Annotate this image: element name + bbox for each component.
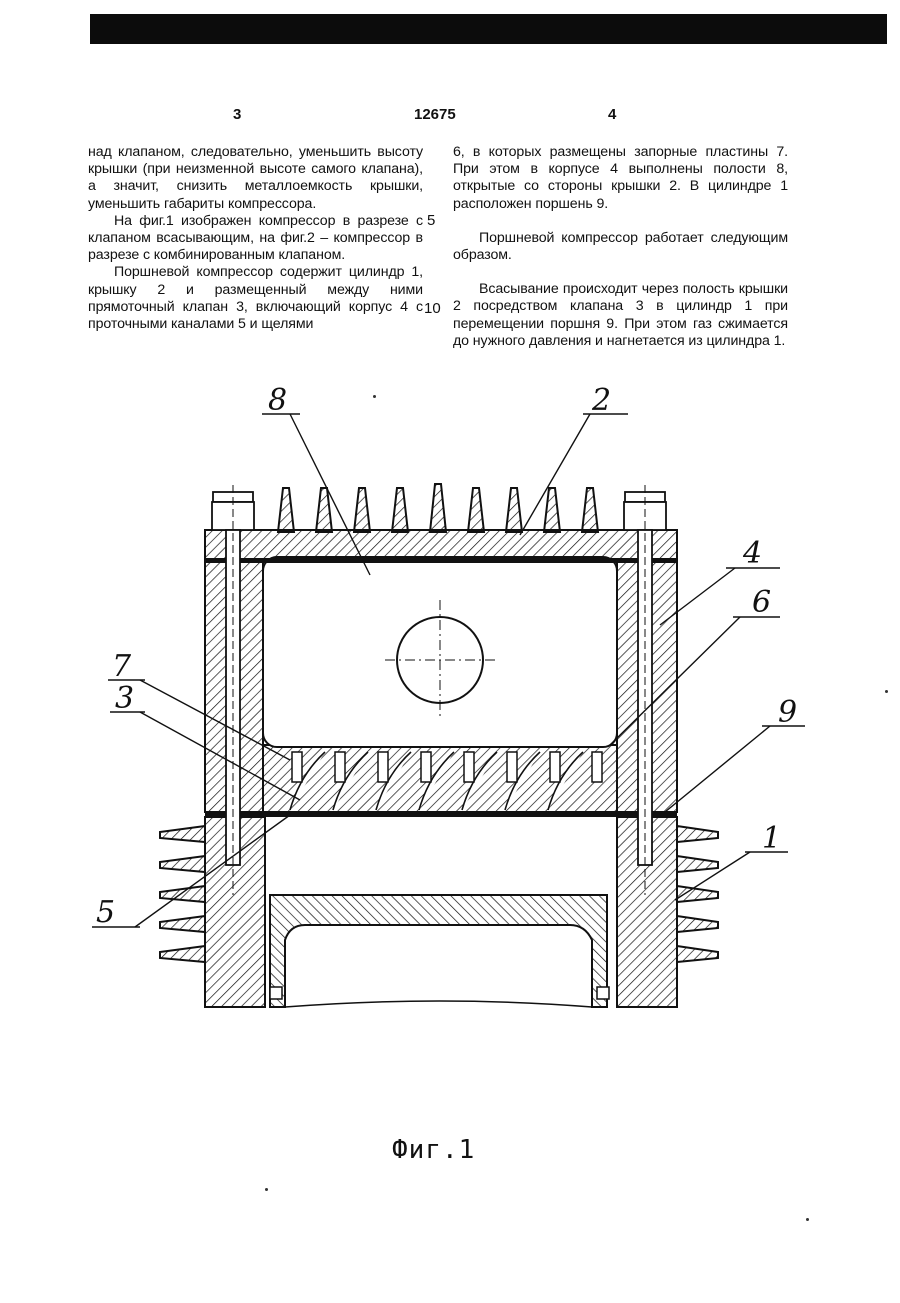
left-page-number: 3	[233, 106, 241, 123]
scan-speck	[806, 1218, 809, 1221]
paragraph: 6, в которых размещены запорные пластины…	[453, 144, 788, 213]
label-8: 8	[268, 383, 287, 418]
left-text-column: над клапаном, следовательно, уменьшить в…	[88, 144, 423, 333]
scan-speck	[373, 395, 376, 398]
line-number-5: 5	[427, 212, 435, 229]
top-black-bar	[90, 14, 887, 44]
label-3: 3	[115, 681, 134, 716]
paragraph: Всасывание происходит через полость крыш…	[453, 281, 788, 350]
label-5: 5	[96, 895, 115, 930]
figure-caption: Фиг.1	[392, 1135, 475, 1165]
right-text-column: 6, в которых размещены запорные пластины…	[453, 144, 788, 350]
right-page-number: 4	[608, 106, 616, 123]
paragraph: Поршневой компрессор работает следующим …	[453, 230, 788, 264]
paragraph: Поршневой компрессор содержит цилиндр 1,…	[88, 264, 423, 333]
patent-number: 12675	[414, 106, 456, 123]
label-6: 6	[752, 585, 771, 620]
label-9: 9	[778, 695, 797, 730]
compressor-cross-section-drawing: 8 2 4 6 7 3 9 1 5	[0, 380, 900, 1140]
scan-speck	[885, 690, 888, 693]
label-7: 7	[112, 649, 132, 684]
label-2: 2	[591, 383, 611, 418]
label-1: 1	[762, 821, 781, 856]
scan-speck	[265, 1188, 268, 1191]
line-number-10: 10	[424, 300, 441, 317]
paragraph: над клапаном, следовательно, уменьшить в…	[88, 144, 423, 213]
label-4: 4	[742, 536, 762, 571]
paragraph: На фиг.1 изображен компрессор в разрезе …	[88, 213, 423, 265]
